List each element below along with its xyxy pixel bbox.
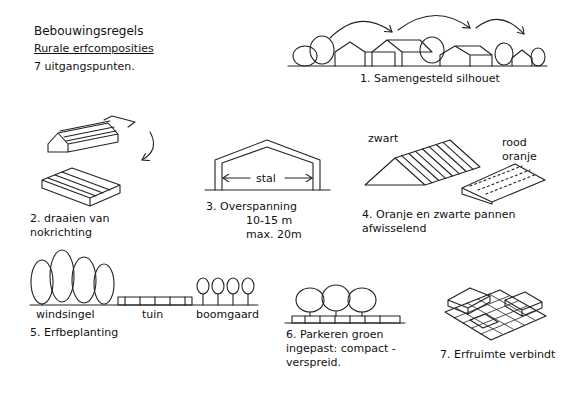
caption-label: 1. Samengesteld silhouet	[360, 72, 500, 86]
dimension-label: max. 20m	[246, 228, 302, 242]
caption-label: 4. Oranje en zwarte pannen afwisselend	[362, 208, 557, 236]
part-label: boomgaard	[196, 308, 259, 322]
dimension-label: stal	[256, 172, 276, 186]
material-label: zwart	[368, 132, 398, 146]
dimension-label: 10-15 m	[246, 214, 292, 228]
title: Bebouwingsregels	[34, 24, 143, 38]
caption-label: 2. draaien van nokrichting	[30, 212, 145, 240]
caption-label: 7. Erfruimte verbindt	[440, 348, 555, 362]
subtitle: Rurale erfcomposities	[34, 42, 154, 56]
caption-label: 6. Parkeren groen ingepast: compact - ve…	[286, 328, 411, 369]
caption-label: 5. Erfbeplanting	[30, 326, 118, 340]
caption-label: 3. Overspanning	[206, 200, 297, 214]
part-label: tuin	[142, 308, 163, 322]
part-label: windsingel	[36, 308, 95, 322]
subtitle: 7 uitgangspunten.	[34, 60, 135, 74]
material-label: rood oranje	[502, 136, 552, 164]
